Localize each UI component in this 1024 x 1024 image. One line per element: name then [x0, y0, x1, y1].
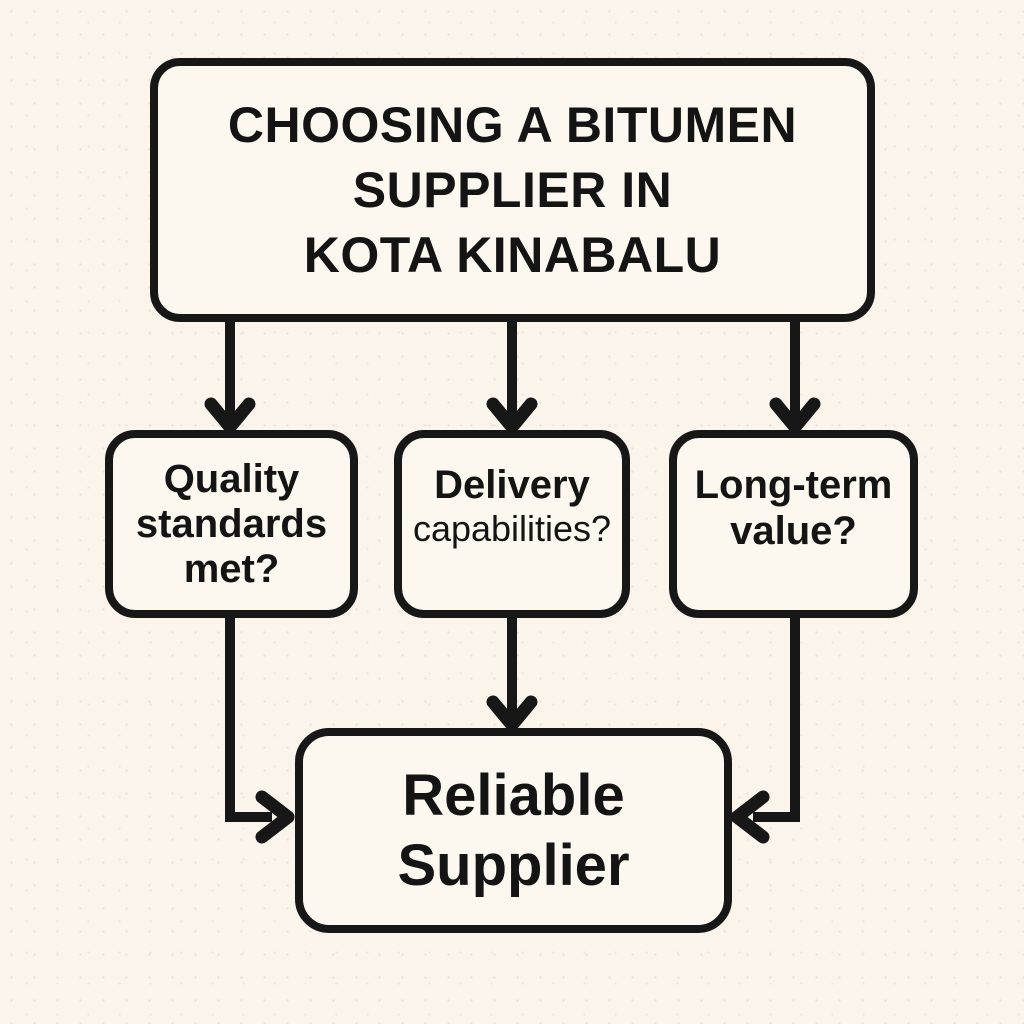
- arrow-value-to-supplier: [730, 618, 800, 844]
- node-delivery-capabilities: Delivery capabilities?: [394, 430, 630, 618]
- arrow-quality-to-supplier: [225, 618, 295, 844]
- arrow-delivery-to-supplier: [486, 618, 538, 732]
- node-quality-label: Quality standards met?: [135, 456, 328, 591]
- node-quality-standards: Quality standards met?: [105, 430, 358, 618]
- arrow-title-to-value: [769, 322, 821, 434]
- node-delivery-label-line1: Delivery: [434, 463, 590, 507]
- node-delivery-label-line2: capabilities?: [412, 508, 612, 549]
- node-supplier-label: Reliable Supplier: [397, 762, 630, 898]
- node-long-term-value: Long-term value?: [669, 430, 918, 618]
- node-value-label: Long-term value?: [694, 463, 893, 553]
- node-title-label: CHOOSING A BITUMEN SUPPLIER IN KOTA KINA…: [227, 96, 798, 283]
- arrow-title-to-quality: [204, 322, 256, 434]
- arrow-title-to-delivery: [486, 322, 538, 434]
- node-reliable-supplier: Reliable Supplier: [295, 728, 732, 933]
- node-title: CHOOSING A BITUMEN SUPPLIER IN KOTA KINA…: [150, 58, 875, 322]
